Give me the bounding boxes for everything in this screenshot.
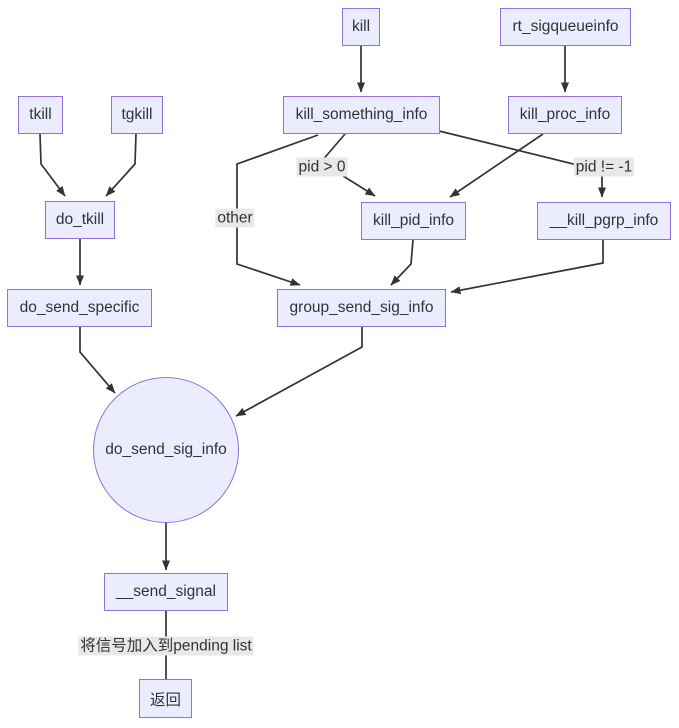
edge-kill_pid_info-to-group_send_sig_info: [390, 239, 414, 286]
node-kill: kill: [342, 8, 380, 46]
edge-kill_proc_info-to-kill_pid_info: [449, 133, 544, 198]
edge-label-other: other: [215, 208, 255, 228]
node-rt-sigqueueinfo-label: rt_sigqueueinfo: [512, 18, 619, 35]
node-send-signal: __send_signal: [104, 573, 228, 611]
edge-tkill-to-do_tkill: [39, 133, 66, 197]
node-do-tkill: do_tkill: [45, 201, 115, 239]
node-tgkill: tgkill: [111, 96, 163, 134]
node-kill-pgrp-info: __kill_pgrp_info: [537, 202, 671, 240]
edge-label-pid-ne-minus1: pid != -1: [573, 157, 635, 177]
node-kill-proc-info-label: kill_proc_info: [519, 106, 611, 123]
node-do-send-sig-info: do_send_sig_info: [93, 377, 239, 523]
node-kill-pid-info: kill_pid_info: [361, 202, 466, 240]
node-tkill-label: tkill: [29, 106, 52, 123]
node-tgkill-label: tgkill: [121, 106, 153, 123]
edge-tgkill-to-do_tkill: [105, 133, 137, 197]
node-return-label: 返回: [149, 691, 181, 709]
node-kill-something-info: kill_something_info: [283, 96, 440, 134]
node-do-send-specific: do_send_specific: [7, 289, 152, 327]
node-rt-sigqueueinfo: rt_sigqueueinfo: [500, 8, 631, 46]
node-kill-pgrp-info-label: __kill_pgrp_info: [549, 212, 659, 229]
edge-label-pid-gt-0: pid > 0: [296, 157, 348, 177]
node-tkill: tkill: [18, 96, 63, 134]
node-kill-something-info-label: kill_something_info: [295, 106, 428, 123]
edge-kill_pgrp_info-to-group_send_sig_info: [450, 240, 604, 295]
node-group-send-sig-info-label: group_send_sig_info: [289, 299, 434, 316]
node-group-send-sig-info: group_send_sig_info: [277, 289, 446, 327]
edge-label-pending: 将信号加入到pending list: [78, 636, 254, 656]
node-do-send-specific-label: do_send_specific: [19, 299, 140, 316]
node-kill-proc-info: kill_proc_info: [508, 96, 622, 134]
edge-do_send_specific-to-do_send_sig_info: [79, 327, 116, 394]
node-send-signal-label: __send_signal: [116, 583, 216, 600]
node-do-tkill-label: do_tkill: [55, 211, 105, 228]
node-kill-label: kill: [351, 18, 371, 35]
edge-group_send_sig_info-to-do_send_sig_info: [235, 327, 363, 417]
node-do-send-sig-info-label: do_send_sig_info: [105, 441, 227, 458]
node-kill-pid-info-label: kill_pid_info: [373, 212, 454, 229]
node-return: 返回: [139, 679, 192, 718]
